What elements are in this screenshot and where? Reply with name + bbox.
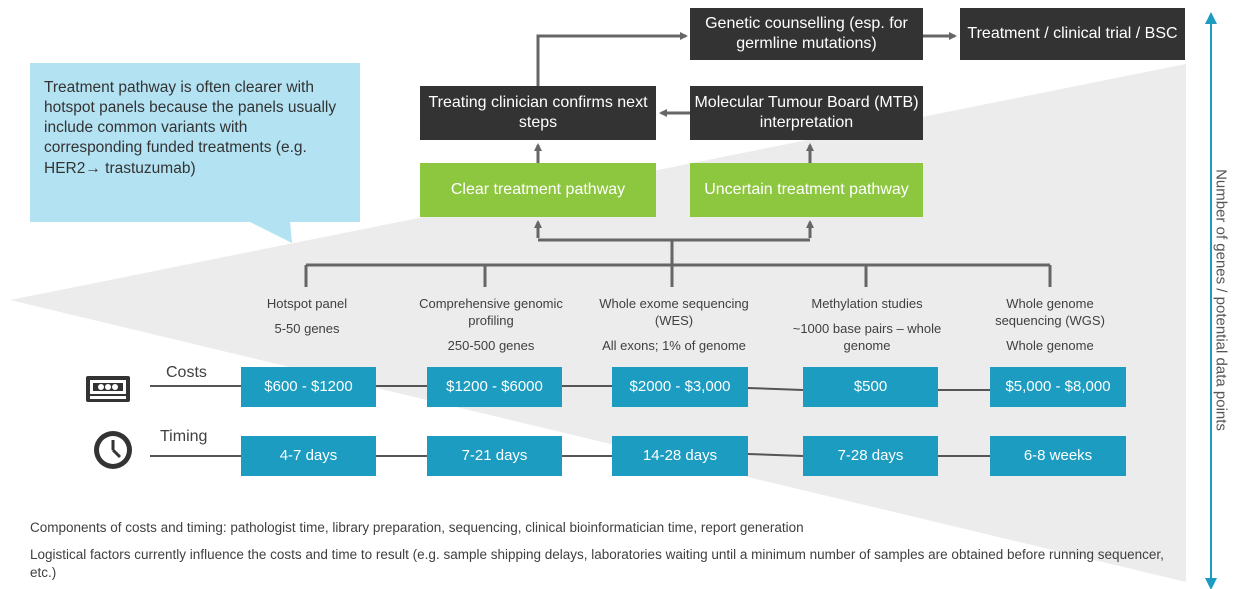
callout-text: Treatment pathway is often clearer with … bbox=[44, 79, 337, 177]
timing-box-wgs: 6-8 weeks bbox=[990, 436, 1126, 476]
test-detail: 5-50 genes bbox=[274, 320, 340, 336]
timing-value: 14-28 days bbox=[642, 446, 718, 464]
test-label-methylation: Methylation studies ~1000 base pairs – w… bbox=[792, 296, 942, 355]
pathway-callout: Treatment pathway is often clearer with … bbox=[30, 63, 360, 222]
test-name: Methylation studies bbox=[811, 296, 923, 311]
test-name: Comprehensive genomic profiling bbox=[419, 296, 563, 328]
cost-value: $1200 - $6000 bbox=[446, 377, 543, 395]
y-axis-label-text: Number of genes / potential data points bbox=[1212, 169, 1230, 431]
timing-value: 4-7 days bbox=[279, 446, 338, 464]
cost-box-wgs: $5,000 - $8,000 bbox=[990, 367, 1126, 407]
mtb-box: Molecular Tumour Board (MTB) interpretat… bbox=[690, 86, 923, 140]
timing-label: Timing bbox=[160, 428, 208, 445]
uncertain-pathway-text: Uncertain treatment pathway bbox=[704, 181, 909, 198]
timing-box-wes: 14-28 days bbox=[612, 436, 748, 476]
test-label-wgs: Whole genome sequencing (WGS) Whole geno… bbox=[976, 296, 1124, 355]
clinician-confirms-box: Treating clinician confirms next steps bbox=[420, 86, 656, 140]
test-name: Whole exome sequencing (WES) bbox=[599, 296, 749, 328]
timing-box-methylation: 7-28 days bbox=[803, 436, 938, 476]
timing-value: 7-21 days bbox=[461, 446, 528, 464]
timing-box-cgp: 7-21 days bbox=[427, 436, 562, 476]
cost-value: $5,000 - $8,000 bbox=[1005, 377, 1111, 395]
cost-value: $500 bbox=[853, 377, 888, 395]
clock-icon bbox=[94, 431, 132, 469]
test-detail: 250-500 genes bbox=[447, 337, 535, 353]
test-label-wes: Whole exome sequencing (WES) All exons; … bbox=[584, 296, 764, 355]
cost-box-cgp: $1200 - $6000 bbox=[427, 367, 562, 407]
timing-value: 6-8 weeks bbox=[1023, 446, 1093, 464]
uncertain-pathway-box: Uncertain treatment pathway bbox=[690, 163, 923, 217]
genetic-counselling-text: Genetic counselling (esp. for germline m… bbox=[705, 15, 908, 52]
cost-value: $2000 - $3,000 bbox=[629, 377, 731, 395]
flow-connectors bbox=[304, 32, 1052, 287]
cost-box-wes: $2000 - $3,000 bbox=[612, 367, 748, 407]
test-name: Whole genome sequencing (WGS) bbox=[995, 296, 1105, 328]
timing-box-hotspot: 4-7 days bbox=[241, 436, 376, 476]
callout-tail bbox=[248, 221, 292, 243]
test-detail: ~1000 base pairs – whole genome bbox=[792, 320, 942, 353]
test-label-cgp: Comprehensive genomic profiling 250-500 … bbox=[403, 296, 579, 355]
test-detail: Whole genome bbox=[1006, 337, 1094, 353]
treatment-outcome-box: Treatment / clinical trial / BSC bbox=[960, 8, 1185, 60]
cost-box-hotspot: $600 - $1200 bbox=[241, 367, 376, 407]
clinician-confirms-text: Treating clinician confirms next steps bbox=[428, 94, 648, 131]
footnote-costs-components: Components of costs and timing: patholog… bbox=[30, 520, 804, 535]
mtb-text: Molecular Tumour Board (MTB) interpretat… bbox=[694, 94, 919, 131]
row-connectors bbox=[150, 385, 990, 457]
clear-pathway-box: Clear treatment pathway bbox=[420, 163, 656, 217]
money-icon bbox=[86, 376, 130, 402]
y-axis-arrow bbox=[1205, 12, 1217, 589]
cost-box-methylation: $500 bbox=[803, 367, 938, 407]
test-detail: All exons; 1% of genome bbox=[602, 337, 746, 353]
clear-pathway-text: Clear treatment pathway bbox=[450, 181, 626, 198]
cost-value: $600 - $1200 bbox=[264, 377, 353, 395]
test-label-hotspot: Hotspot panel 5-50 genes bbox=[232, 296, 382, 338]
footnote-logistics: Logistical factors currently influence t… bbox=[30, 547, 1164, 581]
genetic-counselling-box: Genetic counselling (esp. for germline m… bbox=[690, 8, 923, 60]
timing-value: 7-28 days bbox=[837, 446, 904, 464]
treatment-outcome-text: Treatment / clinical trial / BSC bbox=[967, 25, 1178, 42]
costs-label: Costs bbox=[166, 364, 207, 381]
test-name: Hotspot panel bbox=[266, 296, 348, 311]
